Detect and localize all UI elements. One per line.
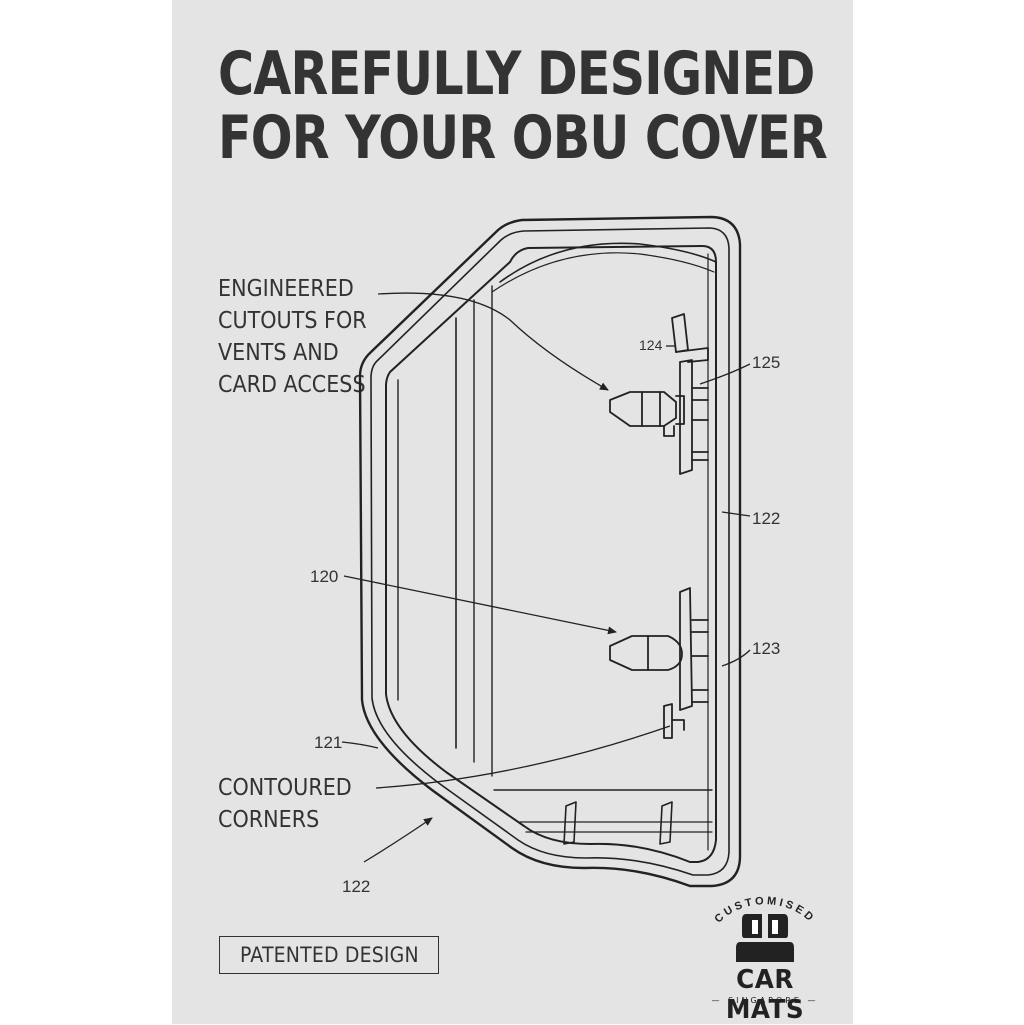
svg-text:CUSTOMISED: CUSTOMISED [712, 895, 817, 925]
callout-corners-line: CORNERS [218, 807, 320, 833]
leader-120-arrow [343, 575, 617, 635]
callout-cutouts: ENGINEERED CUTOUTS FOR VENTS AND CARD AC… [218, 273, 367, 401]
leader-125 [699, 363, 751, 385]
ref-label-120: 120 [310, 567, 338, 586]
callout-cutouts-line: CUTOUTS FOR [218, 308, 367, 334]
brand-logo: CUSTOMISED CAR MATS — SINGAPORE — [690, 890, 840, 1025]
callout-cutouts-line: VENTS AND [218, 340, 339, 366]
cover-inner-opening [385, 245, 717, 863]
logo-sub-text: — SINGAPORE — [711, 996, 819, 1005]
title-line-2: FOR YOUR OBU COVER [218, 103, 828, 173]
logo-emblem: CUSTOMISED [712, 895, 817, 962]
badge-label: PATENTED DESIGN [239, 943, 419, 967]
logo-main-text: CAR MATS [725, 965, 805, 1025]
cover-bottom-tab [659, 801, 673, 845]
callout-cutouts-line: CARD ACCESS [218, 372, 366, 398]
cover-rim [370, 227, 730, 876]
callout-cutouts-line: ENGINEERED [218, 276, 354, 302]
ref-label-121: 121 [314, 733, 342, 752]
callout-corners-line: CONTOURED [218, 775, 352, 801]
patented-design-badge: PATENTED DESIGN [219, 936, 439, 974]
upper-clip [609, 313, 709, 475]
callout-corners: CONTOURED CORNERS [218, 772, 352, 836]
logo-arc-text: CUSTOMISED [712, 895, 814, 925]
leader-122-right [721, 511, 751, 517]
ref-label-125: 125 [752, 353, 780, 372]
leader-121 [341, 741, 379, 749]
cover-top-lip [499, 242, 717, 283]
ref-label-122-bottom: 122 [342, 877, 370, 896]
title-line-1: CAREFULLY DESIGNED [218, 39, 815, 109]
car-seat-icon [736, 914, 794, 962]
leader-corners [375, 725, 671, 789]
cover-outer-shell [358, 215, 742, 888]
cover-top-lip-inner [491, 252, 715, 293]
leader-cutouts-arrow [377, 292, 609, 391]
ref-label-122-right: 122 [752, 509, 780, 528]
ref-label-124: 124 [639, 337, 663, 353]
cover-bottom-tab [563, 801, 577, 845]
ref-label-123: 123 [752, 639, 780, 658]
lower-clip [609, 587, 709, 739]
page-title: CAREFULLY DESIGNED FOR YOUR OBU COVER [218, 39, 828, 173]
leader-122-bottom-arrow [363, 817, 433, 863]
leader-123 [721, 649, 751, 667]
